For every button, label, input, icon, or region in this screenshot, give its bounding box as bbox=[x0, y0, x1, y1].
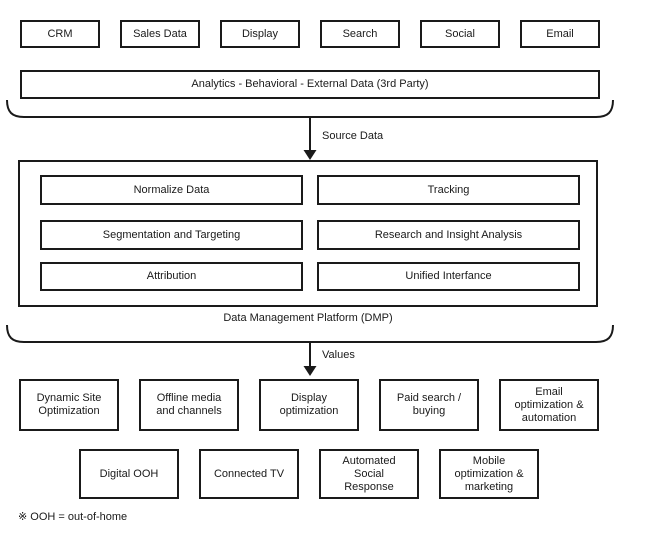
source-box-crm: CRM bbox=[20, 20, 100, 48]
dmp-caption: Data Management Platform (DMP) bbox=[223, 312, 393, 324]
source-box-search: Search bbox=[320, 20, 400, 48]
brace-source-group bbox=[6, 99, 614, 118]
source-box-social: Social bbox=[420, 20, 500, 48]
source-box-email: Email bbox=[520, 20, 600, 48]
outcome-box-offline-media-channels: Offline media and channels bbox=[139, 379, 239, 431]
dmp-box-unified-interfance: Unified Interfance bbox=[317, 262, 580, 291]
footnote-ooh-definition: ※ OOH = out-of-home bbox=[18, 511, 128, 523]
source-box-display: Display bbox=[220, 20, 300, 48]
flow-label-source-data: Source Data bbox=[322, 130, 384, 142]
brace-dmp-group bbox=[6, 324, 614, 343]
analytics-external-data-box: Analytics - Behavioral - External Data (… bbox=[20, 70, 600, 99]
arrow-source-data-head bbox=[303, 150, 317, 160]
dmp-box-research-insight-analysis: Research and Insight Analysis bbox=[317, 220, 580, 250]
arrow-values-head bbox=[303, 366, 317, 376]
flow-label-values: Values bbox=[322, 349, 355, 361]
dmp-box-attribution: Attribution bbox=[40, 262, 303, 291]
dmp-box-segmentation-targeting: Segmentation and Targeting bbox=[40, 220, 303, 250]
outcome-box-paid-search-buying: Paid search / buying bbox=[379, 379, 479, 431]
outcome-box-display-optimization: Display optimization bbox=[259, 379, 359, 431]
outcome-box-email-optimization-automation: Email optimization & automation bbox=[499, 379, 599, 431]
dmp-box-normalize-data: Normalize Data bbox=[40, 175, 303, 205]
outcome-box-dynamic-site-optimization: Dynamic Site Optimization bbox=[19, 379, 119, 431]
outcome-box-digital-ooh: Digital OOH bbox=[79, 449, 179, 499]
dmp-box-tracking: Tracking bbox=[317, 175, 580, 205]
source-box-sales-data: Sales Data bbox=[120, 20, 200, 48]
outcome-box-mobile-optimization-marketing: Mobile optimization & marketing bbox=[439, 449, 539, 499]
outcome-box-connected-tv: Connected TV bbox=[199, 449, 299, 499]
outcome-box-automated-social-response: Automated Social Response bbox=[319, 449, 419, 499]
